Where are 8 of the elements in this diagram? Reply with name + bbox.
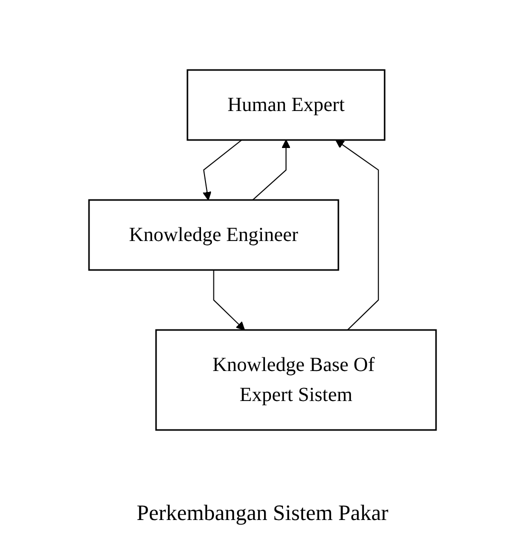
arrow <box>252 140 290 200</box>
node-box: Human Expert <box>186 69 386 141</box>
arrow <box>213 270 245 330</box>
arrow <box>202 140 242 200</box>
arrow <box>335 140 379 330</box>
node-box: Knowledge Engineer <box>88 199 340 271</box>
node-box: Knowledge Base Of Expert Sistem <box>155 329 437 431</box>
caption: Perkembangan Sistem Pakar <box>136 500 390 526</box>
